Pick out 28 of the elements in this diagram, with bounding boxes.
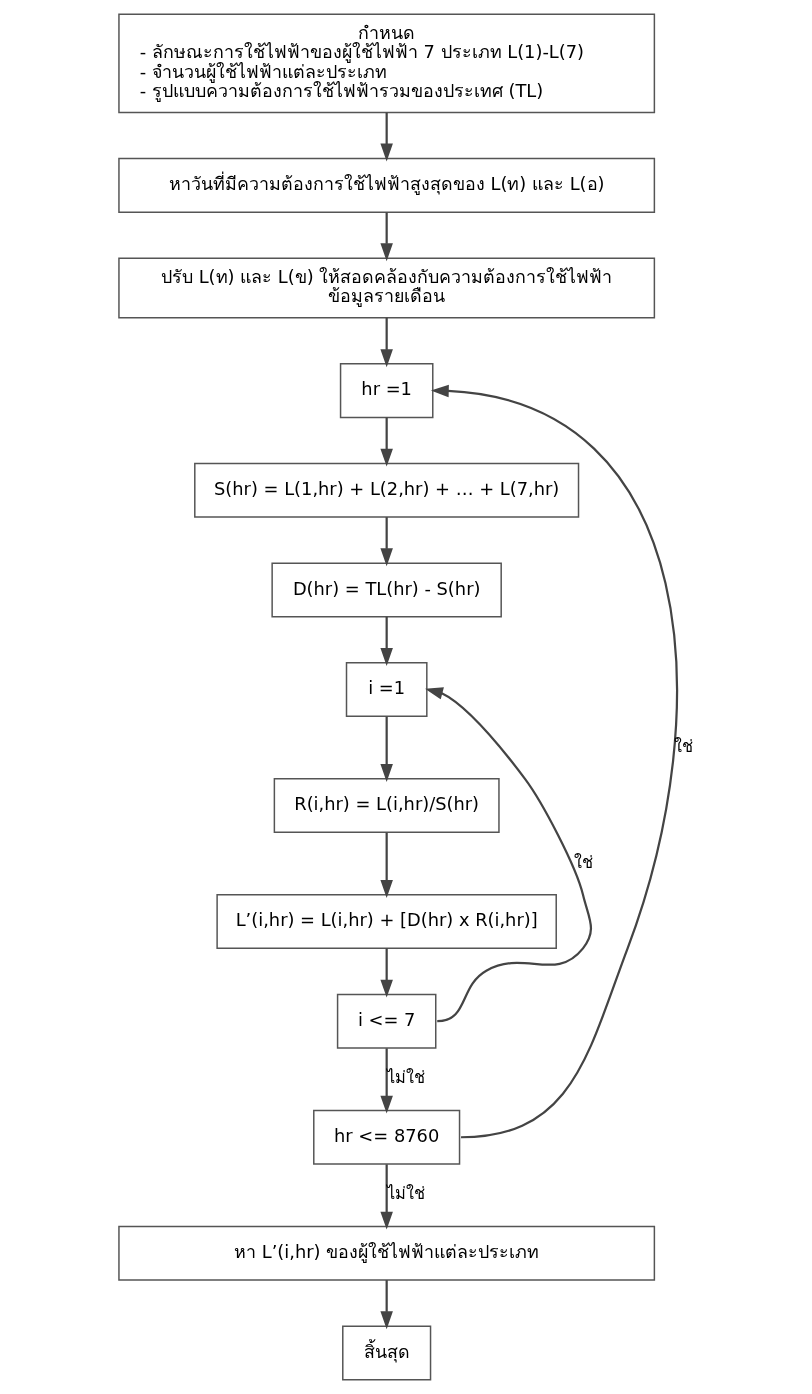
arrow	[380, 517, 393, 567]
arrow	[430, 384, 678, 1139]
edge-label: ใช่	[574, 852, 594, 872]
arrow	[380, 417, 393, 467]
node-box: i <= 7	[336, 993, 437, 1049]
node-box: สิ้นสุด	[342, 1325, 432, 1381]
node-box: hr <= 8760	[313, 1109, 461, 1165]
arrow	[380, 616, 393, 666]
node-box: กำหนด - ลักษณะการใช้ไฟฟ้าของผู้ใช้ไฟฟ้า 7 ประเภท L(1)-L(7) - จำนวนผู้ใช้ไฟฟ้าแต่ละประเภท - รูปแบบความต้องการใช้ไฟฟ้ารวมของประเทศ (TL)	[118, 13, 656, 114]
arrow	[425, 687, 592, 1023]
node-box: hr =1	[339, 363, 434, 419]
node-box: R(i,hr) = L(i,hr)/S(hr)	[273, 778, 500, 834]
node-box: หา L’(i,hr) ของผู้ใช้ไฟฟ้าแต่ละประเภท	[118, 1225, 656, 1281]
arrow	[380, 317, 393, 368]
arrow	[380, 1164, 393, 1230]
node-box: หาวันที่มีความต้องการใช้ไฟฟ้าสูงสุดของ L(ท) และ L(อ)	[118, 157, 656, 213]
node-box: S(hr) = L(1,hr) + L(2,hr) + … + L(7,hr)	[194, 462, 580, 518]
arrow	[380, 212, 393, 262]
arrow	[380, 1280, 393, 1330]
node-box: ปรับ L(ท) และ L(ข) ให้สอดคล้องกับความต้องการใช้ไฟฟ้า ข้อมูลรายเดือน	[118, 257, 656, 319]
node-box: D(hr) = TL(hr) - S(hr)	[271, 562, 502, 618]
arrow	[380, 716, 393, 782]
node-box: L’(i,hr) = L(i,hr) + [D(hr) x R(i,hr)]	[216, 894, 557, 950]
arrow	[380, 832, 393, 898]
node-box: i =1	[345, 662, 428, 718]
arrow	[380, 1048, 393, 1114]
arrow	[380, 112, 393, 162]
arrow	[380, 948, 393, 998]
